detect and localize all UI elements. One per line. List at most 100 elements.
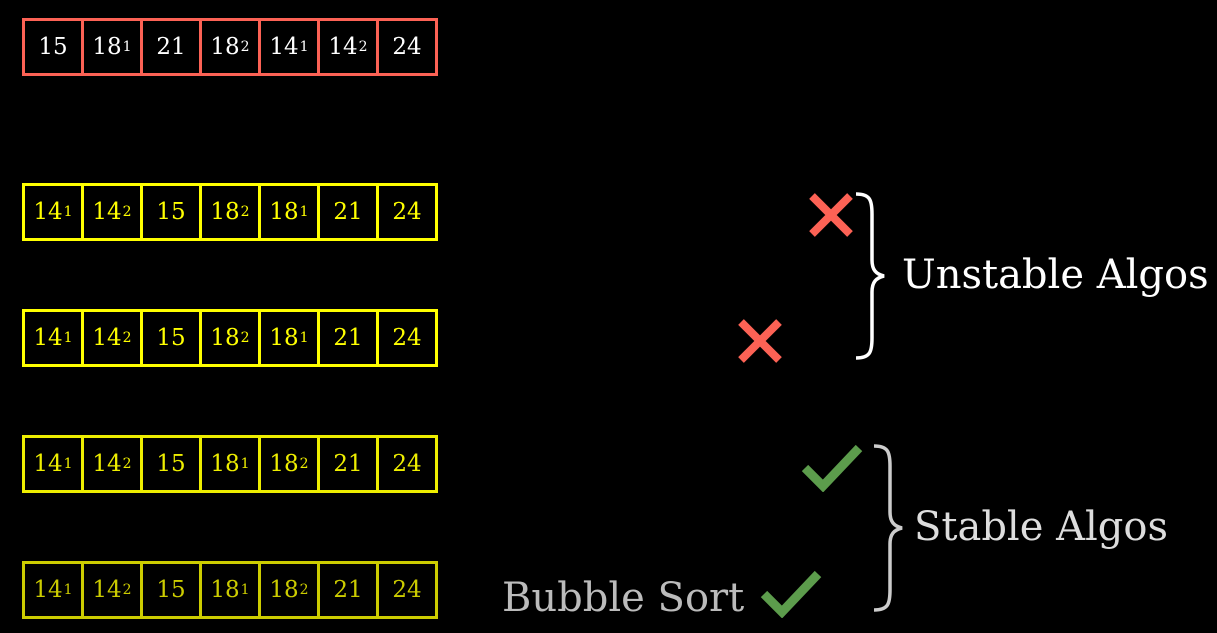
cell-subscript: 1 [63,330,73,346]
cell-subscript: 2 [240,330,250,346]
cell-subscript: 1 [63,204,73,220]
cell-value: 14 [92,325,122,351]
cell-value: 21 [333,199,363,225]
cell-subscript: 1 [299,330,309,346]
cell-value: 18 [210,451,240,477]
cell-subscript: 1 [122,39,132,55]
cell-subscript: 2 [299,582,309,598]
cell-value: 18 [210,199,240,225]
unstable-algos-label: Unstable Algos [902,252,1209,298]
selection-sort-label: Selection Sort [502,190,856,250]
check-icon [760,568,822,628]
cell-subscript: 2 [122,582,132,598]
cell-subscript: 1 [240,456,250,472]
cell-subscript: 1 [299,204,309,220]
array-cell: 21 [317,309,379,367]
array-cell: 15 [140,309,202,367]
cell-value: 14 [33,451,63,477]
array-cell: 21 [317,183,379,241]
cell-value: 21 [333,577,363,603]
cell-value: 14 [269,34,299,60]
array-cell: 24 [376,18,438,76]
cell-value: 24 [392,199,422,225]
cell-value: 14 [92,451,122,477]
cell-value: 14 [328,34,358,60]
cell-value: 18 [210,325,240,351]
quick-sort-label: Quick Sort [502,316,785,376]
cell-value: 15 [38,34,68,60]
cell-value: 21 [333,325,363,351]
cross-icon [735,316,785,376]
bubble-sort-label: Bubble Sort [502,568,822,628]
array-cell: 15 [140,183,202,241]
cell-subscript: 1 [240,582,250,598]
array-cell: 24 [376,183,438,241]
cell-subscript: 2 [358,39,368,55]
cell-subscript: 2 [122,456,132,472]
cell-value: 21 [156,34,186,60]
array-cell: 24 [376,309,438,367]
array-cell: 24 [376,435,438,493]
array-cell: 15 [22,18,84,76]
unstable-brace [855,192,885,360]
input-array-label: Input Array [502,22,738,68]
cell-value: 24 [392,325,422,351]
cell-value: 24 [392,451,422,477]
array-cell: 21 [140,18,202,76]
cell-value: 18 [269,451,299,477]
cross-icon [806,190,856,250]
cell-value: 18 [92,34,122,60]
cell-value: 15 [156,451,186,477]
cell-value: 21 [333,451,363,477]
cell-subscript: 2 [240,204,250,220]
cell-value: 18 [210,577,240,603]
stable-brace [873,444,903,612]
cell-value: 15 [156,325,186,351]
cell-subscript: 2 [240,39,250,55]
cell-subscript: 2 [299,456,309,472]
cell-value: 14 [33,199,63,225]
cell-value: 18 [210,34,240,60]
cell-value: 18 [269,577,299,603]
array-cell: 21 [317,561,379,619]
cell-value: 14 [33,577,63,603]
cell-subscript: 1 [63,456,73,472]
cell-value: 24 [392,34,422,60]
cell-value: 24 [392,577,422,603]
cell-subscript: 2 [122,204,132,220]
cell-subscript: 1 [63,582,73,598]
cell-value: 15 [156,199,186,225]
array-cell: 15 [140,435,202,493]
cell-value: 18 [269,325,299,351]
cell-value: 14 [92,199,122,225]
array-cell: 21 [317,435,379,493]
cell-value: 15 [156,577,186,603]
check-icon [801,442,863,502]
stable-algos-label: Stable Algos [914,504,1169,550]
cell-value: 14 [92,577,122,603]
